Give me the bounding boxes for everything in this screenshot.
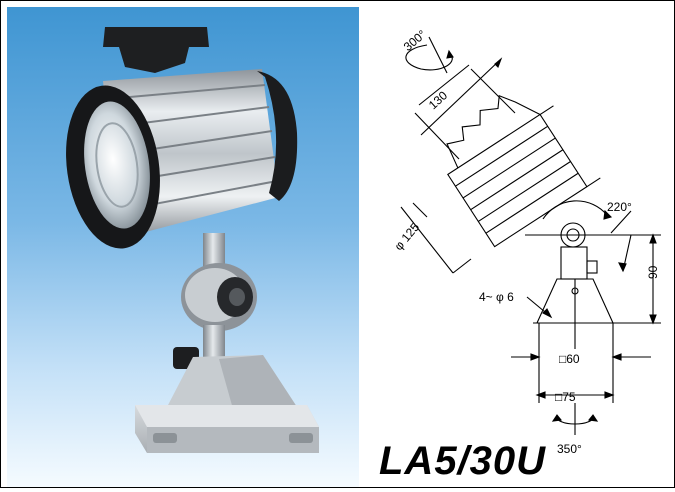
label-base-inner-square: □60: [559, 352, 580, 366]
mount-bracket: [103, 27, 209, 73]
technical-drawing: 300° 130 φ 12: [361, 7, 673, 487]
swivel-joint: [181, 263, 257, 331]
drawing-base: [526, 246, 619, 349]
label-base-outer-square: □75: [555, 390, 576, 404]
neck-pole: [203, 233, 225, 273]
dimension-drawing: 300° 130 φ 12: [391, 27, 661, 456]
rotation-arc-300: [405, 44, 453, 71]
label-mounting-holes: 4~ φ 6: [479, 290, 514, 304]
lamp-base: [135, 355, 319, 453]
label-tilt-angle: 220°: [607, 200, 632, 214]
rear-cap: [257, 71, 298, 201]
label-length-head: 130: [426, 88, 450, 112]
label-base-rotation: 350°: [557, 442, 582, 456]
drawing-lamp-head: [446, 94, 601, 248]
lower-pole: [203, 325, 225, 359]
label-base-height: 90: [646, 265, 660, 279]
model-title: LA5/30U: [379, 439, 547, 483]
label-head-diameter: φ 125: [391, 220, 422, 253]
product-photo: [7, 7, 359, 487]
lamp-illustration: [66, 27, 319, 453]
label-rotation-head: 300°: [401, 27, 429, 54]
tilt-arc-220: [542, 200, 608, 220]
